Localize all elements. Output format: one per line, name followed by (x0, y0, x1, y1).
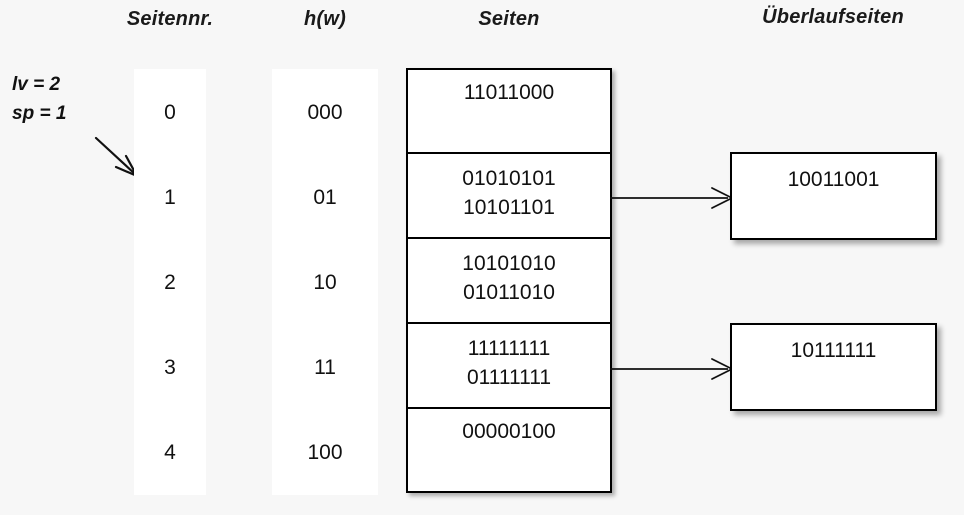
page-bucket-row: 10101010 01011010 (408, 239, 610, 324)
page-record: 11111111 (467, 337, 551, 360)
page-record: 10101101 (463, 196, 555, 219)
seitennr-cell: 4 (164, 441, 176, 464)
seitennr-cell: 3 (164, 356, 176, 379)
column-header-ueberlaufseiten: Überlaufseiten (762, 6, 904, 28)
column-header-seiten: Seiten (478, 8, 540, 30)
parameter-sp: sp = 1 (12, 103, 67, 124)
overflow-record: 10111111 (790, 339, 877, 362)
hash-cell: 000 (307, 101, 343, 124)
page-record: 01111111 (466, 366, 552, 389)
directory-column-seitennr: 0 1 2 3 4 (134, 69, 206, 495)
page-bucket-row: 00000100 (408, 409, 610, 491)
directory-column-hash: 000 01 10 11 100 (272, 69, 378, 495)
hash-cell: 10 (313, 271, 337, 294)
hash-cell: 100 (307, 441, 343, 464)
overflow-connector-arrow-icon (610, 187, 733, 209)
page-record: 10101010 (462, 252, 556, 275)
page-record: 11011000 (463, 81, 555, 104)
seitennr-cell: 0 (164, 101, 176, 124)
page-bucket-row: 01010101 10101101 (408, 154, 610, 239)
parameter-annotation: lv = 2 sp = 1 (12, 70, 66, 128)
overflow-page-box: 10111111 (730, 323, 937, 411)
column-header-hw: h(w) (304, 8, 346, 30)
page-bucket-row: 11111111 01111111 (408, 324, 610, 409)
page-record: 01011010 (463, 281, 555, 304)
hash-cell: 01 (313, 186, 337, 209)
column-header-seitennr: Seitennr. (126, 8, 214, 30)
seitennr-cell: 2 (164, 271, 176, 294)
pages-table: 11011000 01010101 10101101 10101010 0101… (406, 68, 612, 493)
page-record: 01010101 (462, 167, 556, 190)
page-bucket-row: 11011000 (408, 70, 610, 154)
overflow-record: 10011001 (787, 168, 880, 191)
parameter-lv: lv = 2 (12, 74, 61, 95)
overflow-page-box: 10011001 (730, 152, 937, 240)
seitennr-cell: 1 (164, 186, 176, 209)
hash-cell: 11 (314, 356, 336, 379)
page-record: 00000100 (462, 420, 556, 443)
overflow-connector-arrow-icon (610, 358, 733, 380)
